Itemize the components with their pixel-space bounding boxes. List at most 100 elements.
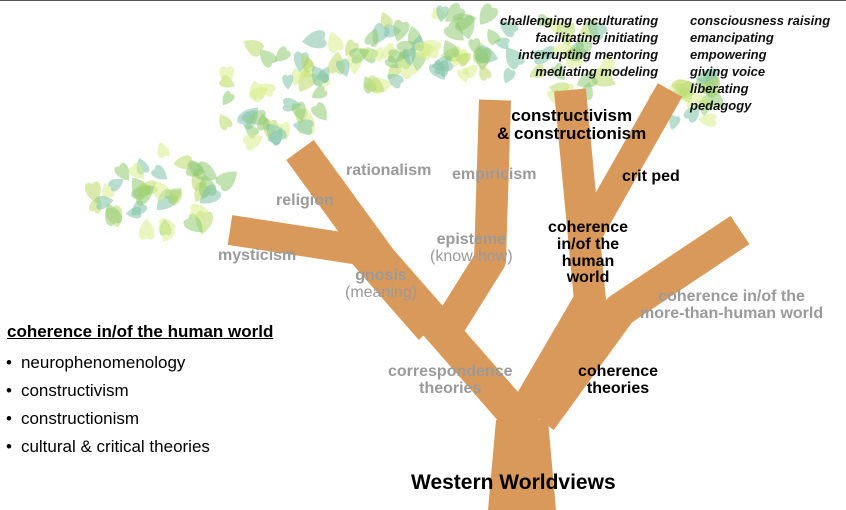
leaf-shape	[575, 37, 593, 60]
label-crit-ped: crit ped	[622, 168, 680, 185]
leaf-shape	[292, 119, 314, 135]
leaf-shape	[247, 110, 268, 125]
leaf-shape	[158, 218, 177, 232]
leaf-shape	[242, 134, 264, 151]
leaf-shape	[170, 189, 183, 207]
leaf-shape	[102, 183, 115, 200]
leaf-shape	[349, 48, 370, 64]
leaf-shape	[393, 19, 410, 42]
leaf-shape	[399, 58, 418, 80]
leaf-shape	[153, 180, 171, 201]
leaf-shape	[215, 171, 237, 192]
leaf-shape	[259, 49, 277, 68]
leaf-shape	[183, 213, 203, 233]
tree-trunk	[227, 83, 750, 510]
legend-list: neurophenomenology constructivism constr…	[6, 352, 210, 464]
leaf-shape	[586, 22, 608, 40]
leaf-shape	[671, 79, 697, 98]
leaf-shape	[402, 48, 416, 67]
leaf-shape	[243, 40, 264, 57]
leaf-shape	[380, 12, 393, 29]
leaf-shape	[576, 71, 598, 88]
label-coherence-theories: coherence theories	[578, 363, 659, 397]
legend-title: coherence in/of the human world	[7, 322, 274, 341]
leaf-shape	[364, 75, 385, 93]
label-religion: religion	[276, 192, 334, 209]
leaf-shape	[266, 123, 287, 145]
leaf-shape	[503, 67, 516, 84]
leaf-shape	[249, 80, 264, 100]
tree-branch	[227, 215, 442, 340]
leaf-shape	[505, 47, 525, 70]
label-rationalism: rationalism	[346, 162, 432, 179]
leaf-shape	[529, 64, 547, 78]
leaf-shape	[669, 114, 681, 130]
leaf-shape	[291, 101, 306, 121]
leaf-shape	[456, 15, 475, 40]
leaf-shape	[686, 92, 711, 110]
practices-left-list: challenging enculturating facilitating i…	[500, 13, 659, 79]
leaf-shape	[336, 58, 350, 77]
leaf-shape	[456, 53, 471, 67]
leaf-shape	[105, 203, 123, 227]
legend-item: constructivism	[6, 380, 210, 408]
leaf-shape	[95, 196, 114, 210]
trunk-base	[488, 420, 556, 510]
leaf-shape	[316, 66, 330, 84]
tree-branch	[506, 88, 606, 429]
leaf-shape	[479, 3, 499, 25]
leaf-shape	[414, 42, 437, 59]
legend-item: neurophenomenology	[6, 352, 210, 380]
legend-item: cultural & critical theories	[6, 436, 210, 464]
leaf-shape	[222, 91, 235, 106]
leaf-shape	[311, 102, 327, 121]
top-border	[0, 0, 846, 1]
leaf-shape	[219, 66, 235, 86]
leaf-shape	[162, 226, 176, 243]
leaf-shape	[443, 40, 460, 61]
leaf-shape	[282, 74, 294, 90]
label-empiricism: empiricism	[452, 166, 537, 183]
leaf-shape	[114, 162, 130, 181]
leaf-shape	[219, 114, 233, 131]
leaf-shape	[535, 14, 552, 27]
label-correspondence-theories: correspondence theories	[388, 363, 513, 397]
label-coherence-more-than-human: coherence in/of the more-than-human worl…	[640, 288, 824, 322]
leaf-shape	[131, 185, 155, 206]
leaf-shape	[157, 141, 170, 159]
leaf-shape	[328, 31, 344, 54]
legend-item: constructionism	[6, 408, 210, 436]
tree-branch	[572, 83, 683, 247]
leaf-shape	[138, 218, 155, 240]
label-mysticism: mysticism	[218, 247, 297, 264]
leaf-shape	[551, 43, 572, 59]
leaf-shape	[372, 46, 384, 62]
leaf-shape	[258, 83, 276, 97]
tree-branch	[426, 99, 511, 349]
tree-branch	[526, 215, 750, 430]
leaf-shape	[237, 107, 258, 130]
leaf-shape	[479, 64, 492, 81]
leaf-shape	[199, 184, 222, 204]
leaf-shape	[457, 67, 469, 83]
leaf-shape	[364, 28, 379, 47]
leaf-shape	[698, 113, 717, 127]
leaf-shape	[291, 68, 305, 87]
leaf-shape	[436, 5, 449, 23]
leaf-shape	[302, 30, 327, 49]
label-coherence-human-world: coherence in/of the human world	[548, 219, 629, 287]
leaf-shape	[301, 54, 314, 71]
leaf-shape	[345, 39, 360, 57]
leaf-shape	[487, 28, 501, 45]
leaf-shape	[547, 18, 563, 33]
leaf-shape	[275, 46, 291, 62]
label-constructivism: constructivism & constructionism	[497, 106, 647, 143]
leaf-shape	[445, 2, 466, 22]
leaf-shape	[193, 161, 218, 181]
leaf-shape	[550, 63, 566, 81]
leaf-shape	[499, 21, 519, 38]
label-episteme: episteme (know-how)	[430, 231, 513, 265]
leaf-clusters	[84, 2, 725, 243]
label-gnosis: gnosis (meaning)	[345, 267, 418, 301]
